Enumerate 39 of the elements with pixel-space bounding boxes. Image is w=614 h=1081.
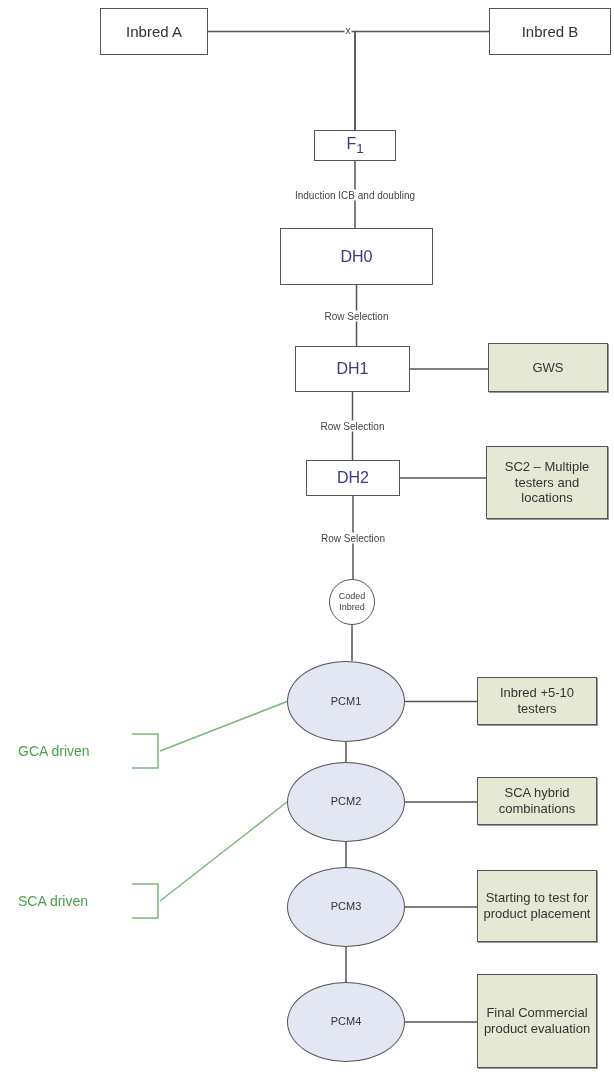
connector-line (345, 841, 347, 868)
edge-label: Induction ICB and doubling (293, 189, 417, 200)
ellipse-node: PCM2 (287, 762, 405, 842)
connector-line (354, 30, 490, 131)
connector-line (345, 741, 347, 763)
note-box: Inbred +5-10 testers (477, 677, 597, 725)
ellipse-node: PCM1 (287, 661, 405, 742)
connector-line (409, 368, 489, 370)
edge-label: Row Selection (319, 420, 386, 432)
connector-line (351, 391, 354, 461)
process-box: F$_{1}$ (314, 130, 396, 161)
connector-line (159, 801, 288, 902)
ellipse-node: PCM3 (287, 867, 405, 947)
connector-line (404, 700, 478, 703)
connector-line (404, 801, 478, 803)
process-box: DH1 (295, 346, 410, 392)
edge-label: Row Selection (320, 532, 386, 543)
connector-line (404, 1021, 478, 1023)
note-box: Starting to test for product placement (477, 870, 597, 942)
ellipse-node: PCM4 (287, 982, 405, 1062)
process-box: DH2 (306, 460, 400, 496)
note-box: SCA hybrid combinations (477, 777, 597, 825)
connector-line (351, 624, 353, 662)
bracket-label: SCA driven (18, 893, 89, 909)
connector-line (352, 495, 354, 580)
connector-line (159, 700, 288, 752)
connector-line (399, 477, 487, 479)
connector-line (345, 946, 347, 983)
process-box: Inbred A (100, 8, 208, 55)
process-box: Inbred B (489, 8, 611, 55)
note-box: Final Commercial product evaluation (477, 974, 597, 1068)
note-box: SC2 – Multiple testers and locations (486, 446, 608, 519)
cross-symbol: x (344, 26, 352, 36)
note-box: GWS (488, 343, 608, 392)
process-box: DH0 (280, 228, 433, 285)
edge-label: Row Selection (323, 310, 390, 321)
bracket-label: GCA driven (18, 743, 90, 759)
circle-node: Coded Inbred (329, 579, 375, 625)
connector-line (404, 906, 478, 908)
